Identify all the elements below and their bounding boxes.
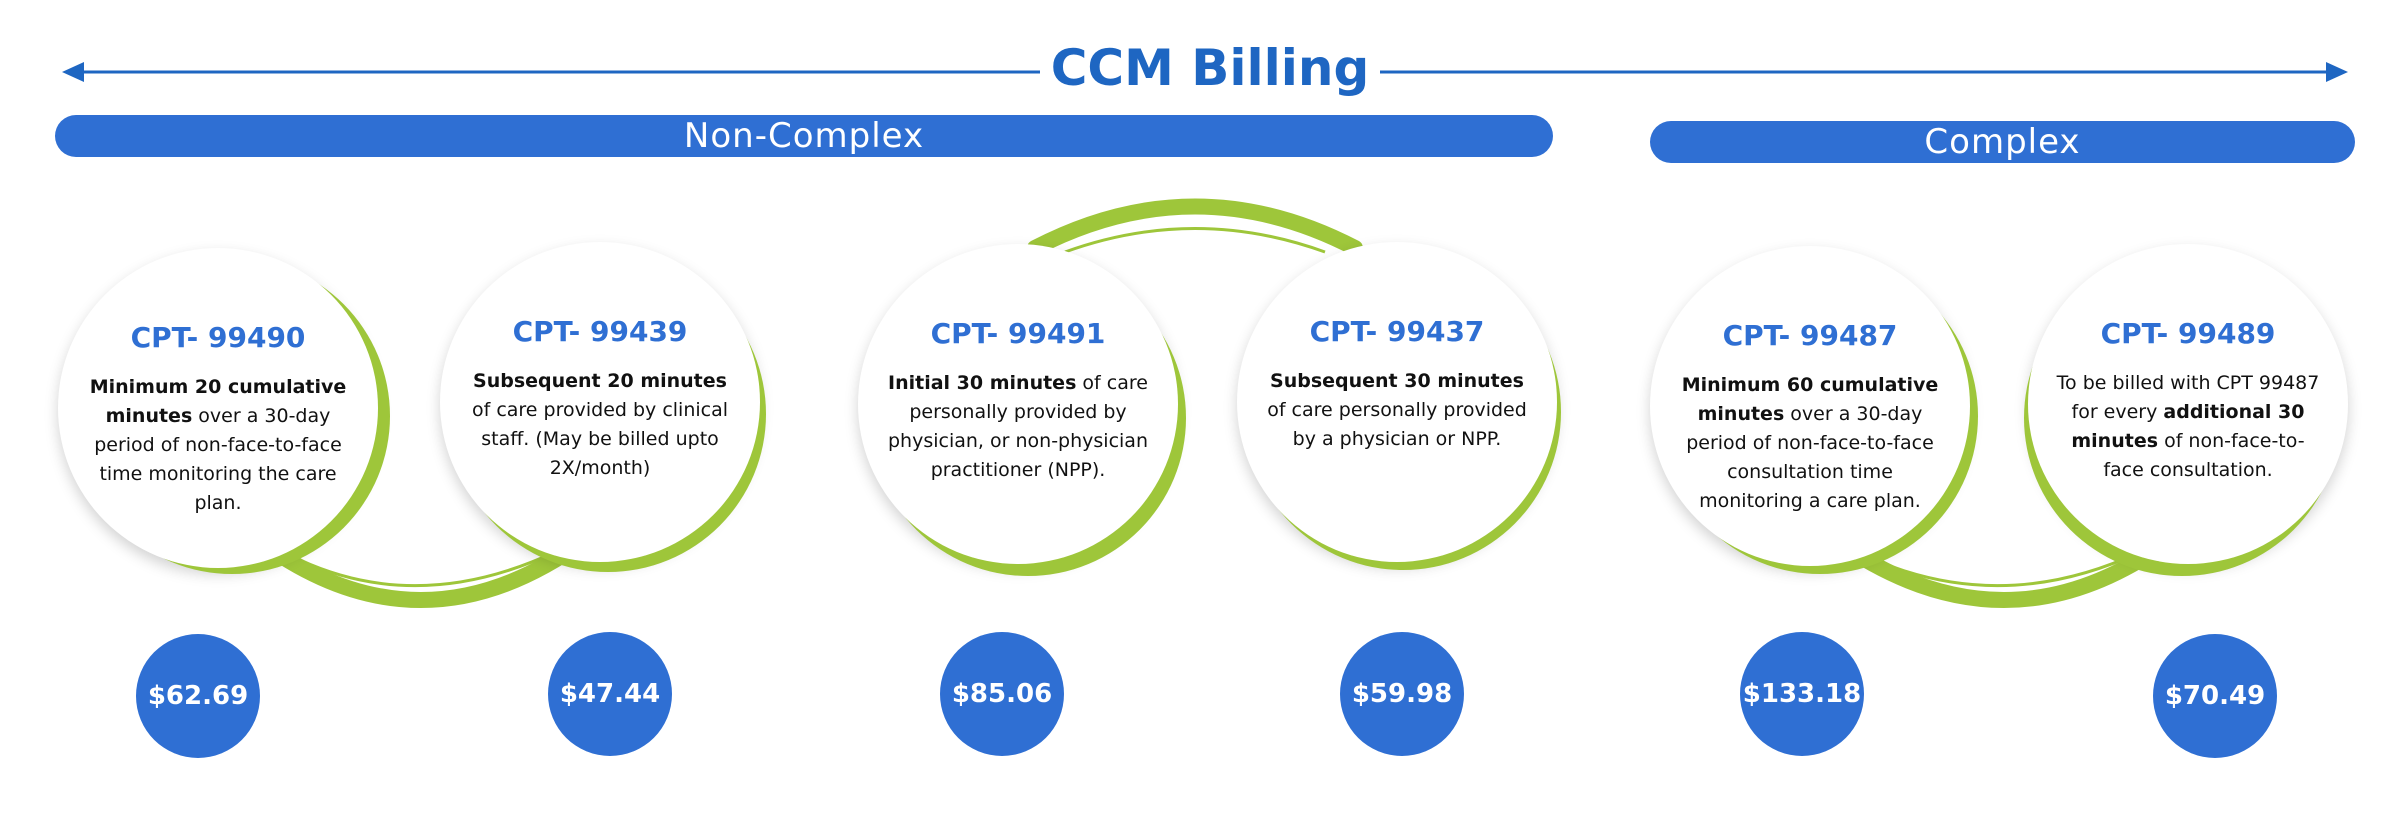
description-text: of care personally provided by a physici… — [1267, 399, 1527, 450]
arrow-right-icon — [2326, 62, 2348, 82]
description-emphasis: additional 30 minutes — [2071, 401, 2305, 452]
price-badge: $59.98 — [1340, 632, 1464, 756]
connector-arc-outer — [1827, 532, 2178, 608]
price-badge: $133.18 — [1740, 632, 1864, 756]
code-description: To be billed with CPT 99487 for every ad… — [2052, 369, 2324, 485]
arrow-left-icon — [62, 62, 84, 82]
group-band-non-complex: Non-Complex — [55, 115, 1553, 157]
description-text: of non-face-to-face consultation. — [2103, 430, 2305, 481]
connector-arc-outer — [1027, 198, 1363, 256]
connector-arc-outer — [250, 532, 593, 608]
page-title: CCM Billing — [1040, 38, 1380, 98]
description-text: of care provided by clinical staff. (May… — [471, 399, 729, 479]
connector-arc-inner — [1064, 227, 1326, 254]
description-emphasis: Minimum 60 cumulative minutes — [1681, 374, 1939, 425]
description-emphasis: Initial 30 minutes — [888, 372, 1077, 394]
code-description: Initial 30 minutes of care personally pr… — [882, 369, 1154, 485]
code-title: CPT- 99437 — [1309, 315, 1485, 348]
code-title: CPT- 99489 — [2100, 317, 2276, 350]
price-badge: $70.49 — [2153, 634, 2277, 758]
code-title: CPT- 99439 — [512, 315, 688, 348]
code-card: CPT- 99437 Subsequent 30 minutes of care… — [1237, 242, 1557, 562]
code-card: CPT- 99439 Subsequent 20 minutes of care… — [440, 242, 760, 562]
description-text: of care personally provided by physician… — [888, 372, 1148, 481]
code-card: CPT- 99490 Minimum 20 cumulative minutes… — [58, 248, 378, 568]
connector-arc-inner — [299, 550, 556, 588]
connector-arc-inner — [1874, 550, 2141, 588]
code-title: CPT- 99490 — [130, 321, 306, 354]
code-description: Subsequent 30 minutes of care personally… — [1261, 367, 1533, 454]
description-emphasis: Minimum 20 cumulative minutes — [89, 376, 347, 427]
description-text: To be billed with CPT 99487 for every — [2056, 372, 2320, 423]
title-bar: CCM Billing — [0, 30, 2400, 110]
code-description: Subsequent 20 minutes of care provided b… — [464, 367, 736, 483]
code-card: CPT- 99489 To be billed with CPT 99487 f… — [2028, 244, 2348, 564]
description-emphasis: Subsequent 20 minutes — [473, 370, 727, 392]
code-description: Minimum 60 cumulative minutes over a 30-… — [1674, 371, 1946, 516]
code-title: CPT- 99487 — [1722, 319, 1898, 352]
description-text: over a 30-day period of non-face-to-face… — [94, 405, 342, 514]
price-badge: $85.06 — [940, 632, 1064, 756]
description-emphasis: Subsequent 30 minutes — [1270, 370, 1524, 392]
code-card: CPT- 99487 Minimum 60 cumulative minutes… — [1650, 246, 1970, 566]
code-card: CPT- 99491 Initial 30 minutes of care pe… — [858, 244, 1178, 564]
price-badge: $62.69 — [136, 634, 260, 758]
code-description: Minimum 20 cumulative minutes over a 30-… — [82, 373, 354, 518]
code-title: CPT- 99491 — [930, 317, 1106, 350]
group-band-complex: Complex — [1650, 121, 2355, 163]
description-text: over a 30-day period of non-face-to-face… — [1686, 403, 1934, 512]
price-badge: $47.44 — [548, 632, 672, 756]
